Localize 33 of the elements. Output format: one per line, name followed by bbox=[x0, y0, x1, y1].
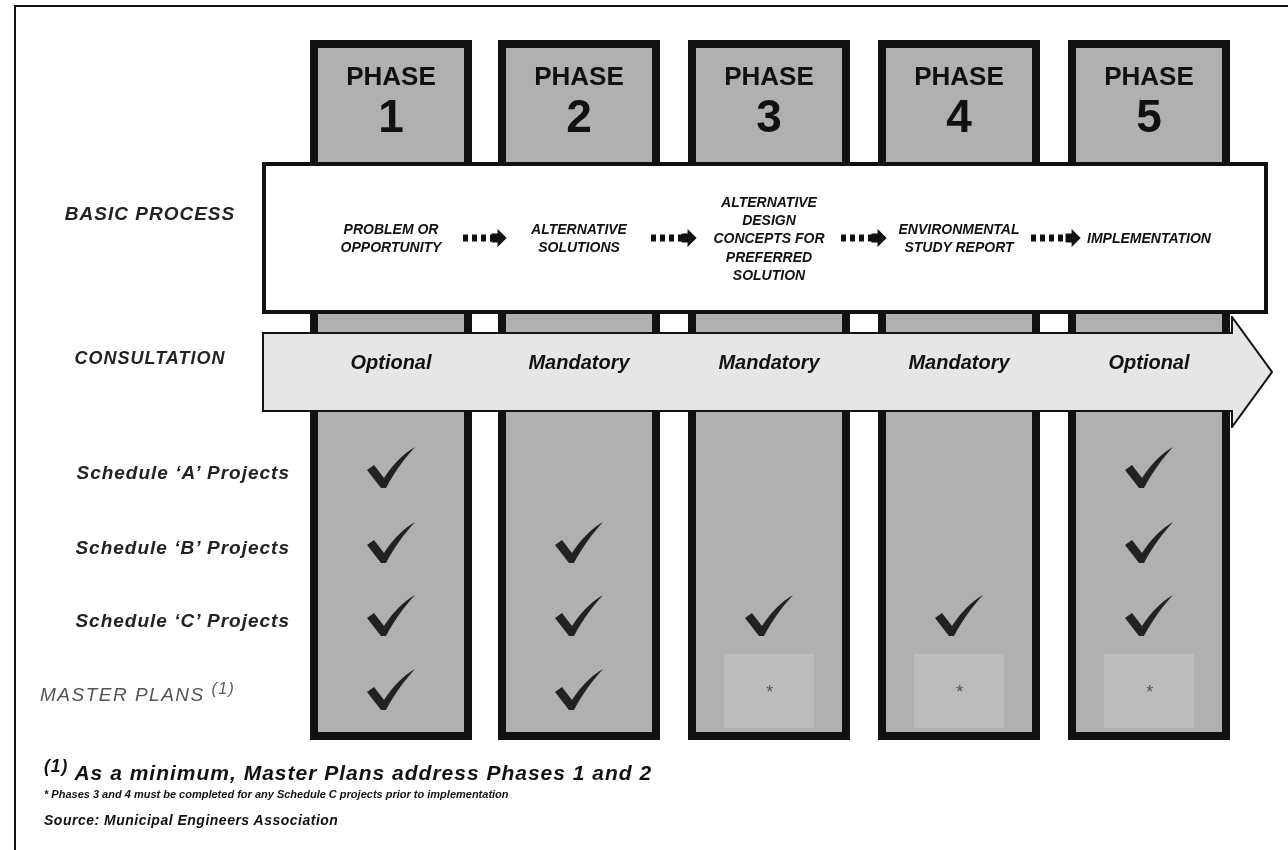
process-step: ALTERNATIVE SOLUTIONS bbox=[513, 219, 645, 257]
row-label: Schedule ‘C’ Projects bbox=[74, 610, 290, 633]
row-label: Schedule ‘B’ Projects bbox=[74, 537, 290, 560]
asterisk-mark: * bbox=[764, 682, 774, 704]
asterisk-mark: * bbox=[954, 682, 964, 704]
process-step: ENVIRONMENTAL STUDY REPORT bbox=[893, 219, 1025, 257]
process-step: ALTERNATIVE DESIGN CONCEPTS FOR PREFERRED SOLUTION bbox=[703, 192, 835, 284]
process-step: IMPLEMENTATION bbox=[1087, 228, 1211, 248]
footnote: * Phases 3 and 4 must be completed for any Schedule C projects prior to implementation bbox=[44, 788, 510, 802]
phase-heading: PHASE bbox=[724, 62, 814, 91]
consultation-level: Mandatory bbox=[528, 351, 630, 374]
phase-number: 1 bbox=[378, 90, 404, 142]
asterisk-mark: * bbox=[1144, 682, 1154, 704]
consultation-level: Mandatory bbox=[718, 351, 820, 374]
row-label: Schedule ‘A’ Projects bbox=[75, 462, 290, 485]
phase-heading: PHASE bbox=[914, 62, 1004, 91]
process-step: PROBLEM OR OPPORTUNITY bbox=[325, 219, 457, 257]
phase-heading: PHASE bbox=[1104, 62, 1194, 91]
footnote: $^{(1)}$ As a minimum, Master Plans address Phases 1 and 2 bbox=[44, 756, 654, 786]
source-note: Source: Municipal Engineers Association bbox=[44, 812, 340, 829]
phase-number: 5 bbox=[1136, 90, 1162, 142]
consultation-level: Optional bbox=[1108, 351, 1190, 374]
phase-number: 2 bbox=[566, 90, 592, 142]
phase-heading: PHASE bbox=[534, 62, 624, 91]
row-heading: CONSULTATION bbox=[73, 348, 227, 370]
phase-number: 3 bbox=[756, 90, 782, 142]
row-label: MASTER PLANS $^{(1)}$ bbox=[40, 680, 237, 708]
phase-heading: PHASE bbox=[346, 62, 436, 91]
row-heading: BASIC PROCESS bbox=[63, 203, 237, 226]
consultation-level: Mandatory bbox=[908, 351, 1010, 374]
consultation-level: Optional bbox=[350, 351, 432, 374]
phase-number: 4 bbox=[946, 90, 972, 142]
consultation-arrow bbox=[262, 316, 1274, 428]
